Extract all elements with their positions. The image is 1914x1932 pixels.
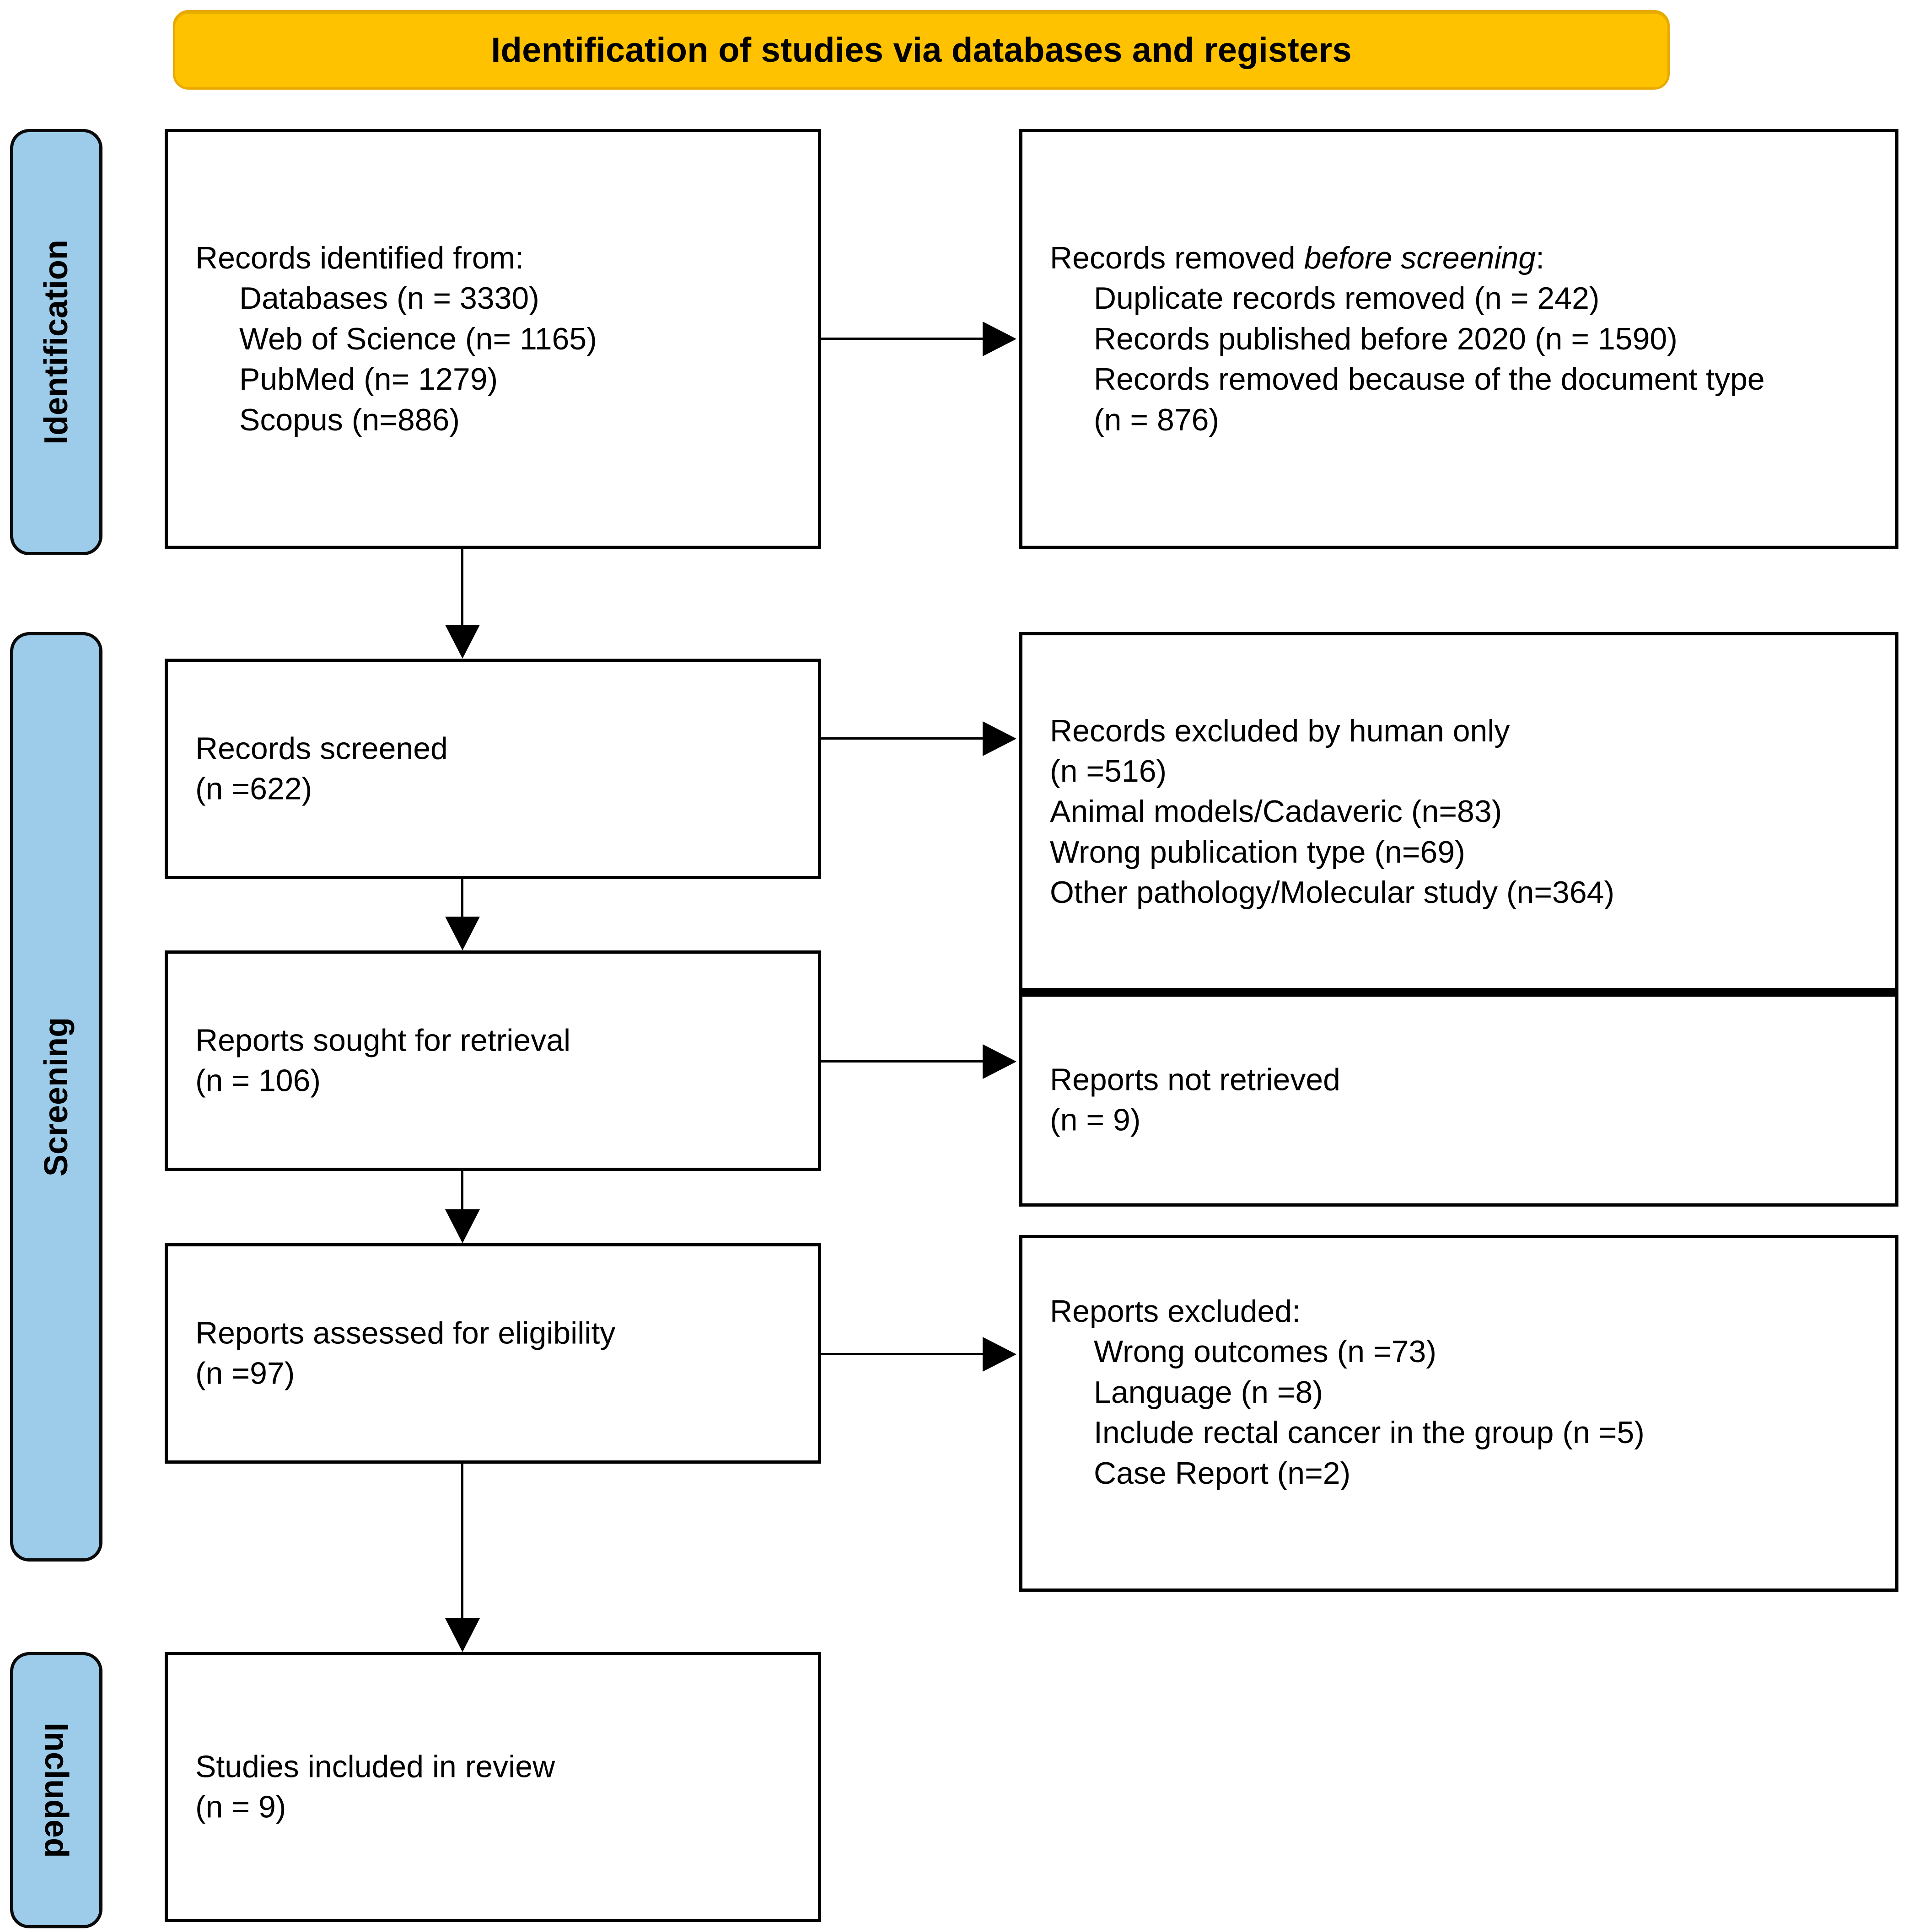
box-reports-sought: Reports sought for retrieval (n = 106) <box>165 950 821 1171</box>
box-records-excluded: Records excluded by human only (n =516) … <box>1019 632 1898 991</box>
connector-sought-to-assessed <box>461 1171 463 1216</box>
arrowhead-down-2 <box>445 917 480 950</box>
records-removed-line-0: Duplicate records removed (n = 242) <box>1094 281 1600 316</box>
arrowhead-down-3 <box>445 1209 480 1243</box>
arrowhead-down-4 <box>445 1618 480 1652</box>
phase-label-identification: Identification <box>10 129 102 555</box>
box-records-identified: Records identified from: Databases (n = … <box>165 129 821 549</box>
records-removed-heading: Records removed before screening: <box>1050 238 1877 278</box>
connector-assessed-to-repexcluded <box>821 1353 984 1355</box>
reports-excluded-line-0: Reports excluded: <box>1050 1294 1301 1329</box>
reports-excluded-line-4: Case Report (n=2) <box>1094 1455 1351 1491</box>
reports-excluded-line-3: Include rectal cancer in the group (n =5… <box>1094 1415 1645 1450</box>
records-excluded-line-4: Other pathology/Molecular study (n=364) <box>1050 875 1615 910</box>
records-removed-heading-emphasis: before screening <box>1304 241 1536 276</box>
reports-not-retrieved-line-1: (n = 9) <box>1050 1103 1141 1138</box>
records-identified-line-0: Records identified from: <box>195 241 524 276</box>
box-reports-assessed: Reports assessed for eligibility (n =97) <box>165 1243 821 1464</box>
phase-label-screening-text: Screening <box>38 1017 75 1177</box>
records-removed-line-1: Records published before 2020 (n = 1590) <box>1094 321 1677 356</box>
reports-assessed-line-1: (n =97) <box>195 1356 295 1391</box>
records-screened-line-1: (n =622) <box>195 772 312 806</box>
reports-sought-line-0: Reports sought for retrieval <box>195 1023 571 1058</box>
diagram-title-banner: Identification of studies via databases … <box>173 10 1670 90</box>
records-identified-line-4: Scopus (n=886) <box>239 402 460 437</box>
box-studies-included: Studies included in review (n = 9) <box>165 1652 821 1922</box>
records-excluded-line-1: (n =516) <box>1050 753 1167 789</box>
connector-screened-to-excluded <box>821 737 984 740</box>
reports-excluded-line-2: Language (n =8) <box>1094 1374 1323 1410</box>
arrowhead-right-1 <box>983 322 1016 356</box>
connector-assessed-to-included <box>461 1464 463 1624</box>
box-reports-excluded: Reports excluded: Wrong outcomes (n =73)… <box>1019 1235 1898 1592</box>
records-excluded-line-3: Wrong publication type (n=69) <box>1050 834 1465 869</box>
connector-identified-to-screened <box>461 549 463 630</box>
records-removed-heading-post: : <box>1536 241 1545 276</box>
connector-screened-to-sought <box>461 879 463 924</box>
box-reports-not-retrieved: Reports not retrieved (n = 9) <box>1019 988 1898 1207</box>
reports-not-retrieved-line-0: Reports not retrieved <box>1050 1062 1340 1097</box>
phase-label-identification-text: Identification <box>38 240 75 445</box>
phase-label-included: Included <box>10 1652 102 1928</box>
diagram-title: Identification of studies via databases … <box>491 30 1352 70</box>
records-removed-line-2: Records removed because of the document … <box>1094 362 1765 437</box>
arrowhead-down-1 <box>445 625 480 659</box>
records-screened-line-0: Records screened <box>195 731 448 766</box>
records-identified-line-2: Web of Science (n= 1165) <box>239 321 597 356</box>
connector-identified-to-removed <box>821 338 984 340</box>
arrowhead-right-2 <box>983 721 1016 756</box>
studies-included-line-1: (n = 9) <box>195 1790 286 1825</box>
reports-sought-line-1: (n = 106) <box>195 1063 321 1098</box>
records-identified-line-3: PubMed (n= 1279) <box>239 362 498 397</box>
connector-sought-to-notretrieved <box>821 1060 984 1063</box>
records-removed-heading-pre: Records removed <box>1050 241 1304 276</box>
phase-label-screening: Screening <box>10 632 102 1562</box>
records-identified-line-1: Databases (n = 3330) <box>239 281 539 316</box>
records-excluded-line-0: Records excluded by human only <box>1050 713 1510 748</box>
reports-excluded-line-1: Wrong outcomes (n =73) <box>1094 1334 1436 1369</box>
arrowhead-right-4 <box>983 1337 1016 1372</box>
records-excluded-line-2: Animal models/Cadaveric (n=83) <box>1050 794 1502 829</box>
box-records-screened: Records screened (n =622) <box>165 659 821 879</box>
arrowhead-right-3 <box>983 1044 1016 1079</box>
reports-assessed-line-0: Reports assessed for eligibility <box>195 1315 616 1351</box>
phase-label-included-text: Included <box>38 1722 75 1858</box>
box-records-removed: Records removed before screening: Duplic… <box>1019 129 1898 549</box>
studies-included-line-0: Studies included in review <box>195 1749 555 1784</box>
